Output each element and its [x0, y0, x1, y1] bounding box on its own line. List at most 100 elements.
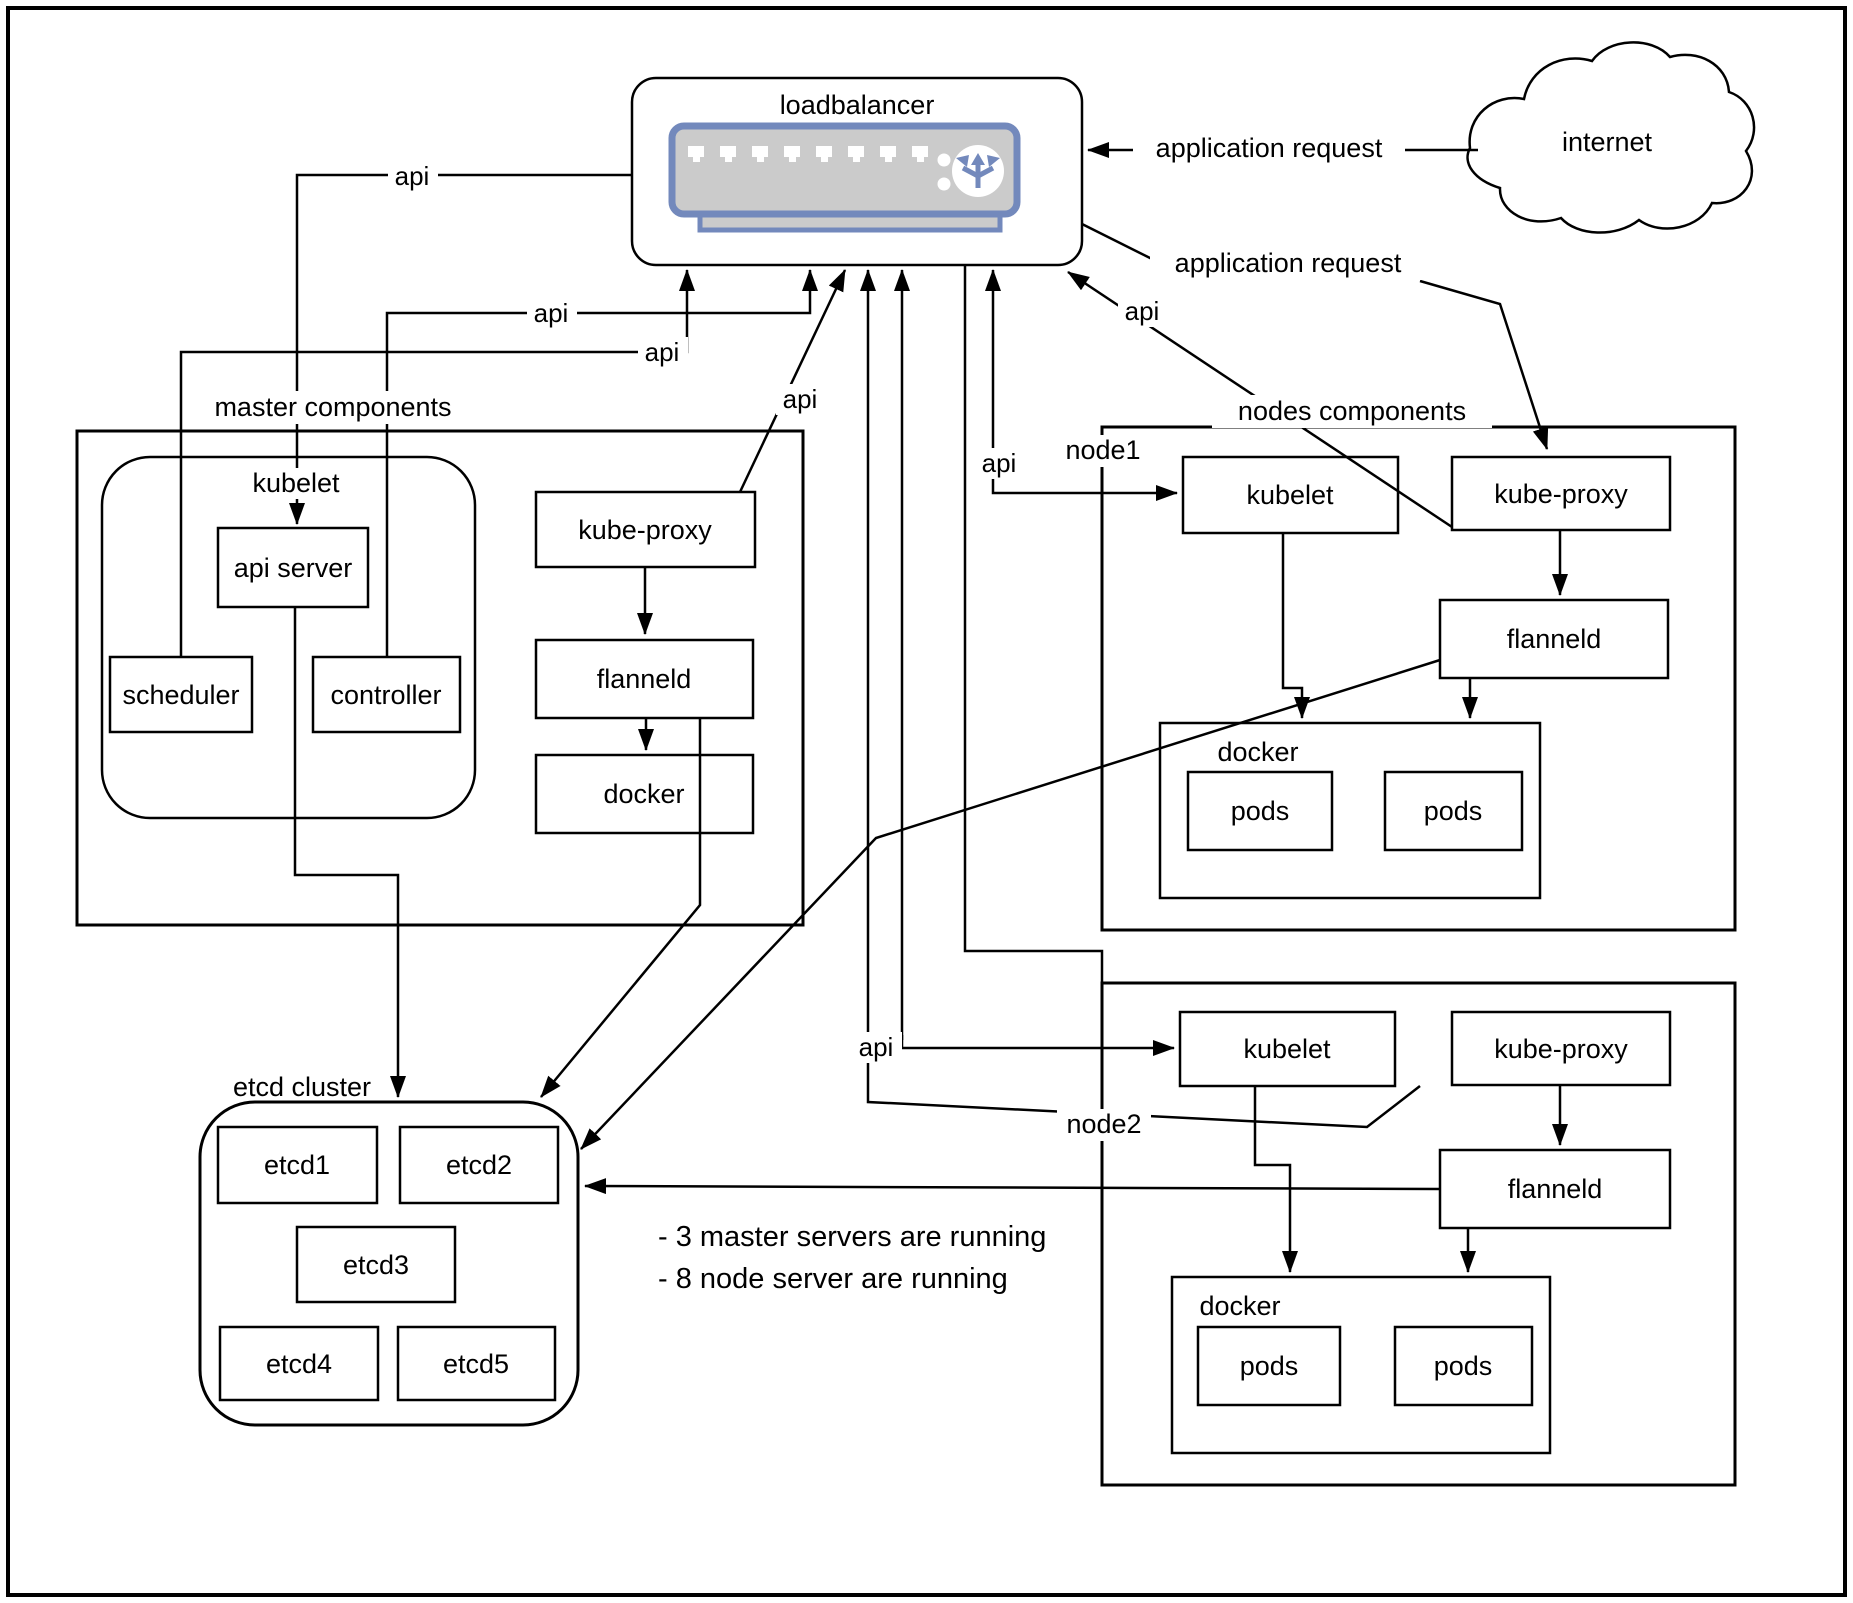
label-bg — [388, 161, 438, 192]
node2-docker-label: docker — [1199, 1291, 1280, 1321]
port-icon — [880, 146, 896, 162]
controller-label: controller — [330, 680, 441, 710]
etcd3-box — [295, 1225, 457, 1304]
controller-box — [311, 655, 462, 734]
device-led-dot — [937, 153, 951, 167]
api-label-4: api — [783, 384, 818, 414]
note-line-1: - 3 master servers are running — [658, 1221, 1046, 1253]
node2-kube-proxy-label: kube-proxy — [1494, 1034, 1628, 1064]
node2-pods-label-2: pods — [1434, 1351, 1493, 1381]
label-bg — [1133, 131, 1405, 165]
line-app-request-lb-to-node1-a — [1081, 222, 1153, 261]
node2-pods-label-1: pods — [1240, 1351, 1299, 1381]
line-app-request-lb-to-node1-b — [1419, 279, 1549, 450]
api-label-5: api — [1125, 296, 1160, 326]
node1-flanneld-box — [1438, 598, 1670, 680]
master-docker-box — [534, 753, 755, 835]
internet-cloud — [1466, 41, 1756, 234]
etcd5-box — [396, 1325, 557, 1402]
line-api-server-to-etcd — [293, 607, 406, 1098]
etcd3-label: etcd3 — [343, 1250, 409, 1280]
application-request-label-1: application request — [1156, 133, 1383, 163]
device-led-dot — [937, 177, 951, 191]
scheduler-box — [108, 655, 254, 734]
master-docker-label: docker — [603, 779, 684, 809]
api-label-7: api — [859, 1032, 894, 1062]
loadbalancer-label: loadbalancer — [780, 90, 935, 120]
etcd1-label: etcd1 — [264, 1150, 330, 1180]
label-bg — [1150, 246, 1426, 280]
port-icon — [784, 146, 800, 162]
node2-flanneld-box — [1438, 1148, 1672, 1230]
api-label-2: api — [534, 298, 569, 328]
line-api-master-kube-proxy-to-lb — [738, 269, 847, 493]
label-bg — [1212, 395, 1492, 428]
node2-label: node2 — [1066, 1109, 1141, 1139]
label-bg — [975, 448, 1025, 479]
etcd2-label: etcd2 — [446, 1150, 512, 1180]
node1-pods-label-1: pods — [1231, 796, 1290, 826]
label-bg — [527, 298, 577, 329]
node1-docker-label: docker — [1217, 737, 1298, 767]
label-bg — [1057, 1109, 1151, 1141]
api-label-3: api — [645, 337, 680, 367]
port-icon — [720, 146, 736, 162]
page-border — [6, 6, 1847, 1597]
master-components-label: master components — [214, 392, 451, 422]
node1-label: node1 — [1065, 435, 1140, 465]
master-kubelet-label: kubelet — [252, 468, 340, 498]
etcd1-box — [216, 1125, 379, 1205]
scheduler-label: scheduler — [122, 680, 239, 710]
device-port-icons — [688, 146, 928, 162]
api-server-label: api server — [234, 553, 353, 583]
label-bg — [198, 391, 468, 424]
line-api-lb-node1-kubelet-in — [991, 478, 1178, 501]
etcd4-box — [218, 1325, 380, 1402]
master-kubelet-container — [100, 455, 477, 820]
port-icon — [752, 146, 768, 162]
label-bg — [638, 337, 688, 368]
node1-pods-label-2: pods — [1424, 796, 1483, 826]
port-icon — [688, 146, 704, 162]
label-bg — [776, 384, 826, 415]
node1-pods-box-2 — [1383, 770, 1524, 852]
master-flanneld-label: flanneld — [597, 664, 692, 694]
node1-flanneld-label: flanneld — [1507, 624, 1602, 654]
node2-pods-box-1 — [1196, 1325, 1342, 1407]
port-icon — [912, 146, 928, 162]
node2-kubelet-box — [1178, 1010, 1397, 1088]
node1-kubelet-box — [1181, 455, 1400, 535]
port-icon — [816, 146, 832, 162]
node2-flanneld-label: flanneld — [1508, 1174, 1603, 1204]
label-bg — [1056, 435, 1150, 467]
master-kube-proxy-label: kube-proxy — [578, 515, 712, 545]
line-node2-kubelet-to-docker — [1253, 1086, 1298, 1273]
etcd4-label: etcd4 — [266, 1349, 332, 1379]
api-server-box — [216, 526, 370, 609]
node2-kubelet-label: kubelet — [1243, 1034, 1331, 1064]
label-bg — [1118, 296, 1168, 327]
label-bg — [852, 1032, 902, 1063]
api-label-1: api — [395, 161, 430, 191]
node2-kube-proxy-box — [1450, 1010, 1672, 1087]
etcd2-box — [398, 1125, 560, 1205]
node2-pods-box-2 — [1393, 1325, 1534, 1407]
line-node2-flanneld-to-etcd — [584, 1178, 1441, 1195]
etcd5-label: etcd5 — [443, 1349, 509, 1379]
line-node1-flanneld-to-etcd — [580, 658, 1441, 1150]
line-master-flanneld-to-etcd — [540, 718, 702, 1098]
master-flanneld-box — [534, 638, 755, 720]
etcd-cluster-label: etcd cluster — [233, 1072, 371, 1102]
label-bg — [250, 468, 342, 499]
node1-pods-box-1 — [1186, 770, 1334, 852]
port-icon — [848, 146, 864, 162]
loadbalancer-device-icon — [668, 122, 1021, 233]
branch-arrows-glyph — [956, 153, 1000, 188]
node1-kube-proxy-label: kube-proxy — [1494, 479, 1628, 509]
node1-kube-proxy-box — [1450, 455, 1672, 532]
application-request-label-2: application request — [1175, 248, 1402, 278]
nodes-components-label: nodes components — [1238, 396, 1466, 426]
line-api-controller-to-lb — [385, 269, 818, 657]
